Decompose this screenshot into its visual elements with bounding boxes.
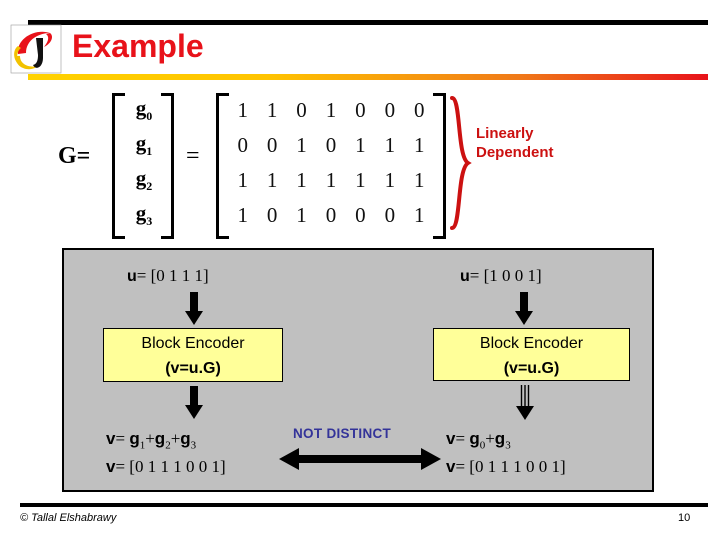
left-down-arrow-icon [184,292,204,331]
right-input-prefix: u [460,268,470,285]
left-encoder-title: Block Encoder [141,335,245,352]
matrix-cell: 0 [355,98,366,122]
right-encoder-title: Block Encoder [479,335,584,352]
left-result-value-2: = [0 1 1 1 0 0 1] [115,457,226,477]
matrix-cell: 1 [384,133,396,157]
right-result: v= g0+g3 v= [0 1 1 1 0 0 1] [446,428,566,477]
right-block-encoder[interactable]: Block Encoder (v=u.G) [433,328,630,381]
right-input-vector: u= [1 0 0 1] [460,266,542,286]
matrix-cell: 0 [296,98,307,122]
right-result-line-2: v= [0 1 1 1 0 0 1] [446,456,566,477]
right-down-arrow-icon [514,292,534,331]
encoder-diagram-panel: u= [0 1 1 1] Block Encoder (v=u.G) v= g1… [62,248,654,492]
left-input-prefix: u [127,268,137,285]
left-output-arrow-icon [184,386,204,425]
left-result-prefix-2: v [106,457,116,477]
g-row-vector: g0 g1 g2 g3 [112,93,174,239]
matrix-cell: 0 [384,98,396,122]
matrix-g-label: G= [58,143,91,169]
matrix-equals-sign: = [186,143,200,169]
matrix-cell: 1 [325,168,337,192]
matrix-bracket-open-icon [216,93,229,239]
matrix-cell: 0 [384,203,396,227]
matrix-cell: 0 [325,203,337,227]
left-result-line-2: v= [0 1 1 1 0 0 1] [106,456,226,477]
footer-rule [20,503,708,507]
matrix-cell: 1 [414,168,425,192]
g-row-label-2: g2 [135,166,153,194]
g-row-label-3: g3 [135,201,153,229]
right-result-prefix-2: v [446,457,456,477]
right-encoder-formula: (v=u.G) [503,360,560,377]
double-headed-horizontal-arrow-icon [279,447,441,476]
left-result: v= g1+g2+g3 v= [0 1 1 1 0 0 1] [106,428,226,477]
matrix-cell: 0 [355,203,366,227]
not-distinct-label: NOT DISTINCT [293,426,392,441]
matrix-cell: 1 [355,133,366,157]
matrix-cell: 1 [296,133,307,157]
right-result-value-2: = [0 1 1 1 0 0 1] [455,457,566,477]
matrix-cell: 1 [355,168,366,192]
right-result-prefix-1: v [446,429,456,448]
matrix-cell: 0 [266,203,278,227]
left-encoder-formula: (v=u.G) [165,360,221,377]
right-result-value-1: = g0+g3 [455,429,511,452]
left-input-value: = [0 1 1 1] [136,266,209,285]
left-result-value-1: = g1+g2+g3 [115,429,197,452]
left-result-line-1: v= g1+g2+g3 [106,428,226,456]
header-gradient-rule [28,74,708,80]
left-bracket-close-icon [161,93,174,239]
matrix-cell: 1 [296,168,307,192]
matrix-cell: 1 [414,203,425,227]
right-curly-brace-icon [448,96,474,230]
g-row-label-1: g1 [135,131,153,159]
left-bracket-open-icon [112,93,125,239]
matrix-cell: 1 [266,168,278,192]
matrix-cell: 1 [237,98,248,122]
matrix-cell: 0 [237,133,248,157]
header-top-rule [28,20,708,25]
matrix-cell: 1 [237,168,248,192]
left-result-prefix-1: v [106,429,116,448]
matrix-cell: 1 [325,98,337,122]
matrix-cell: 1 [384,168,396,192]
matrix-cell: 1 [237,203,248,227]
page-title: Example [72,28,204,64]
annotation-line-2: Dependent [476,144,554,161]
annotation-line-1: Linearly [476,125,534,142]
g-row-label-0: g0 [135,96,153,124]
linearly-dependent-annotation: Linearly Dependent [476,124,554,162]
page-number: 10 [678,512,691,524]
copyright-text: © Tallal Elshabrawy [20,512,117,524]
matrix-cell: 0 [414,98,425,122]
right-result-line-1: v= g0+g3 [446,428,566,456]
matrix-cell: 0 [266,133,278,157]
left-block-encoder[interactable]: Block Encoder (v=u.G) [103,328,283,382]
right-input-value: = [1 0 0 1] [469,266,542,285]
university-logo-icon [10,24,62,74]
matrix-bracket-close-icon [433,93,446,239]
left-input-vector: u= [0 1 1 1] [127,266,209,286]
matrix-cell: 1 [296,203,307,227]
matrix-cell: 1 [414,133,425,157]
double-line-down-arrow-icon [514,385,536,426]
matrix-cell: 0 [325,133,337,157]
matrix-cell: 1 [266,98,278,122]
